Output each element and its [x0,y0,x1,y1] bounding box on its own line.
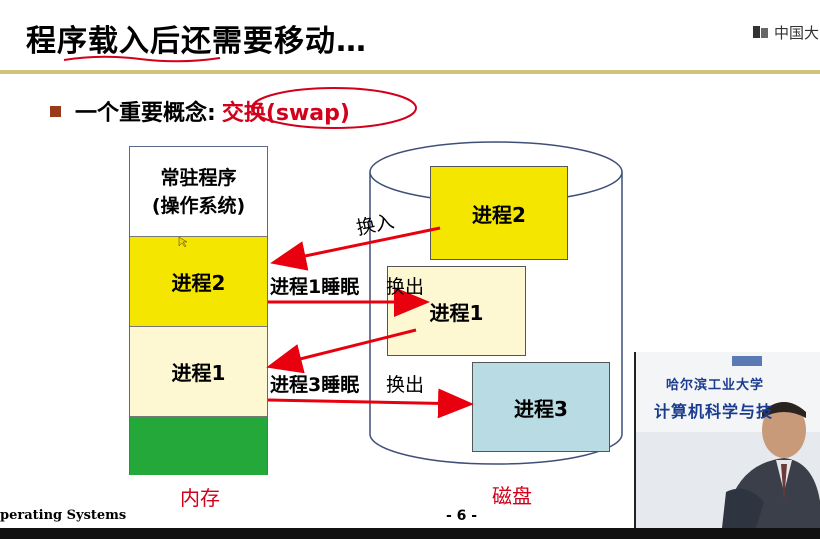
memory-process-1-label: 进程1 [171,361,226,385]
memory-process-2-label: 进程2 [171,271,226,295]
memory-caption: 内存 [180,486,220,510]
swap-out-label-1: 换出 [386,276,425,298]
disk-caption: 磁盘 [492,484,532,508]
process-3-sleep-label: 进程3睡眠 [270,374,360,396]
resident-program-block: 常驻程序 (操作系统) [130,147,267,237]
swap-arrows [266,226,474,419]
disk-process-2-label: 进程2 [472,202,526,227]
memory-column: 常驻程序 (操作系统) 进程2 进程1 [129,146,268,475]
lecturer-video [636,352,820,528]
disk-process-1-label: 进程1 [429,300,484,325]
footer-course-name: perating Systems [0,508,127,523]
swap-circle-annotation [251,87,417,129]
webcam-overlay: 哈尔滨工业大学 计算机科学与技 [634,352,820,528]
bottom-bar [0,528,820,539]
bullet-text: 一个重要概念: [75,101,216,126]
slide-title: 程序载入后还需要移动… [26,24,367,59]
logo-text: 中国大 [774,23,820,42]
disk-process-2: 进程2 [430,166,568,260]
process-1-sleep-label: 进程1睡眠 [270,276,360,298]
mooc-logo: 中国大 [752,22,819,42]
swap-term: 交换(swap) [221,101,350,126]
resident-label-line1: 常驻程序 [160,166,237,189]
title-underline-annotation [63,55,221,63]
title-divider [0,70,820,74]
disk-process-3: 进程3 [472,362,610,452]
logo-icon [753,26,768,38]
disk-process-3-label: 进程3 [514,396,568,421]
swap-out-label-2: 换出 [386,374,425,396]
footer-page-number: - 6 - [446,508,478,524]
memory-free-block [130,417,267,475]
swap-out-arrow-2 [267,388,474,419]
resident-label-line2: (操作系统) [151,194,246,217]
swap-in-arrow [270,226,441,271]
webcam-sign-line1: 哈尔滨工业大学 [666,378,765,393]
webcam-sign-line2: 计算机科学与技 [654,402,774,421]
presentation-slide: 程序载入后还需要移动… 中国大 一个重要概念: 交换(swap) 常驻程序 (操… [0,22,820,528]
memory-process-2: 进程2 [130,237,267,327]
bullet-point: 一个重要概念: 交换(swap) [50,95,350,127]
memory-process-1: 进程1 [130,327,267,417]
cursor-icon [178,236,188,248]
bullet-icon [50,105,61,117]
swap-in-arrow-2 [266,328,417,374]
